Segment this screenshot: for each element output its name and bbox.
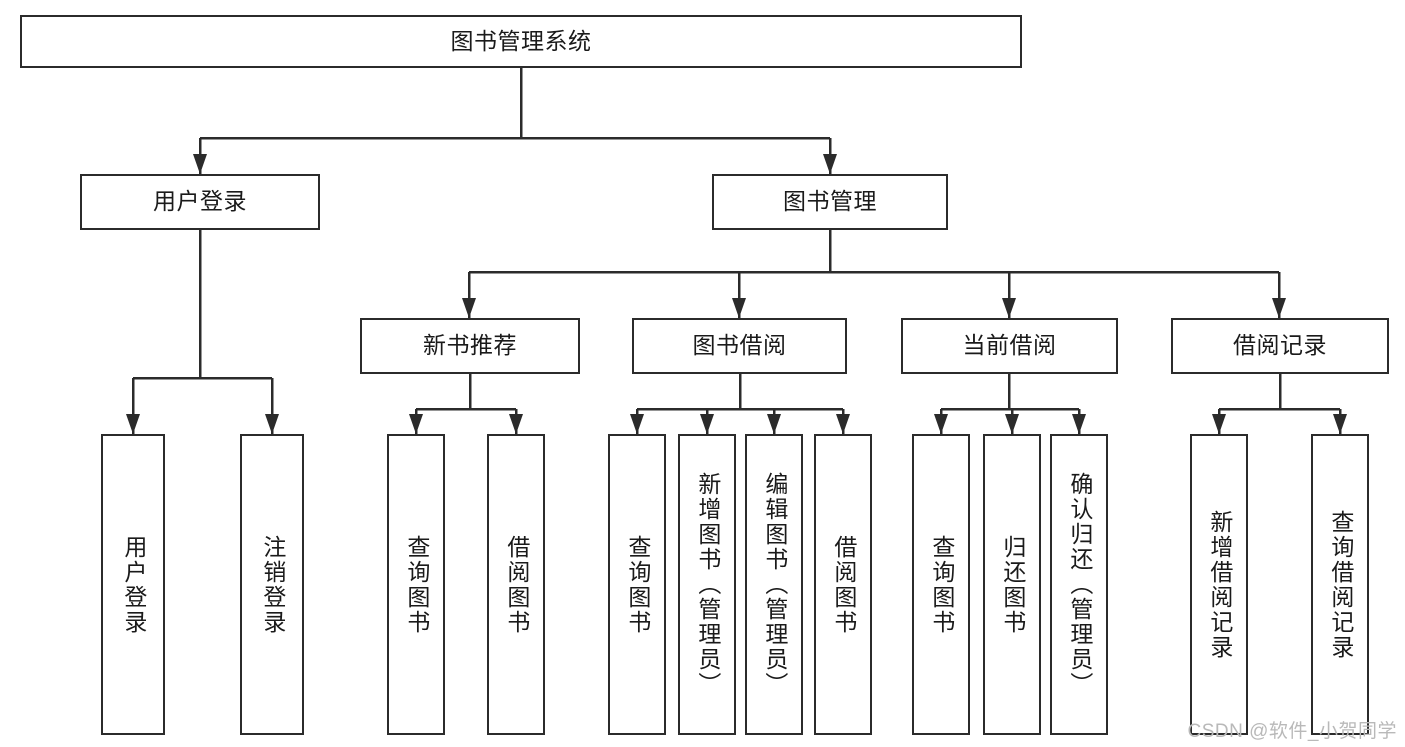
leaf-query-book-recommend[interactable]: 查询图书 bbox=[387, 434, 445, 735]
leaf-borrow-book[interactable]: 借阅图书 bbox=[814, 434, 872, 735]
node-book-management[interactable]: 图书管理 bbox=[712, 174, 948, 230]
leaf-borrow-book-recommend[interactable]: 借阅图书 bbox=[487, 434, 545, 735]
node-new-book-recommend[interactable]: 新书推荐 bbox=[360, 318, 580, 374]
leaf-borrow-book-recommend-label: 借阅图书 bbox=[503, 534, 530, 635]
leaf-user-login[interactable]: 用户登录 bbox=[101, 434, 165, 735]
node-new-book-recommend-label: 新书推荐 bbox=[423, 332, 517, 359]
leaf-query-borrow-record-label: 查询借阅记录 bbox=[1327, 509, 1354, 660]
leaf-logout-label: 注销登录 bbox=[259, 534, 286, 635]
leaf-add-borrow-record[interactable]: 新增借阅记录 bbox=[1190, 434, 1248, 735]
leaf-edit-book-admin[interactable]: 编辑图书（管理员） bbox=[745, 434, 803, 735]
node-current-borrow-label: 当前借阅 bbox=[962, 332, 1057, 359]
leaf-query-borrow-record[interactable]: 查询借阅记录 bbox=[1311, 434, 1369, 735]
leaf-return-book-label: 归还图书 bbox=[999, 534, 1026, 635]
node-root-label: 图书管理系统 bbox=[450, 27, 592, 54]
leaf-query-book-borrow-label: 查询图书 bbox=[624, 534, 651, 635]
leaf-confirm-return-admin[interactable]: 确认归还（管理员） bbox=[1050, 434, 1108, 735]
leaf-logout[interactable]: 注销登录 bbox=[240, 434, 304, 735]
leaf-query-book-recommend-label: 查询图书 bbox=[403, 534, 430, 635]
leaf-add-borrow-record-label: 新增借阅记录 bbox=[1206, 509, 1233, 660]
node-root[interactable]: 图书管理系统 bbox=[20, 15, 1022, 68]
leaf-query-book-borrow[interactable]: 查询图书 bbox=[608, 434, 666, 735]
node-user-login-label: 用户登录 bbox=[153, 188, 247, 215]
node-borrow-record-label: 借阅记录 bbox=[1233, 332, 1327, 359]
leaf-user-login-label: 用户登录 bbox=[120, 534, 147, 635]
leaf-add-book-admin-label: 新增图书（管理员） bbox=[694, 472, 721, 697]
leaf-return-book[interactable]: 归还图书 bbox=[983, 434, 1041, 735]
leaf-borrow-book-label: 借阅图书 bbox=[830, 534, 857, 635]
node-book-borrow-label: 图书借阅 bbox=[692, 332, 787, 359]
leaf-edit-book-admin-label: 编辑图书（管理员） bbox=[761, 472, 788, 697]
node-current-borrow[interactable]: 当前借阅 bbox=[901, 318, 1118, 374]
leaf-query-book-current[interactable]: 查询图书 bbox=[912, 434, 970, 735]
node-book-management-label: 图书管理 bbox=[783, 188, 877, 215]
leaf-confirm-return-admin-label: 确认归还（管理员） bbox=[1066, 472, 1093, 697]
node-user-login[interactable]: 用户登录 bbox=[80, 174, 320, 230]
node-borrow-record[interactable]: 借阅记录 bbox=[1171, 318, 1389, 374]
leaf-query-book-current-label: 查询图书 bbox=[928, 534, 955, 635]
leaf-add-book-admin[interactable]: 新增图书（管理员） bbox=[678, 434, 736, 735]
node-book-borrow[interactable]: 图书借阅 bbox=[632, 318, 847, 374]
